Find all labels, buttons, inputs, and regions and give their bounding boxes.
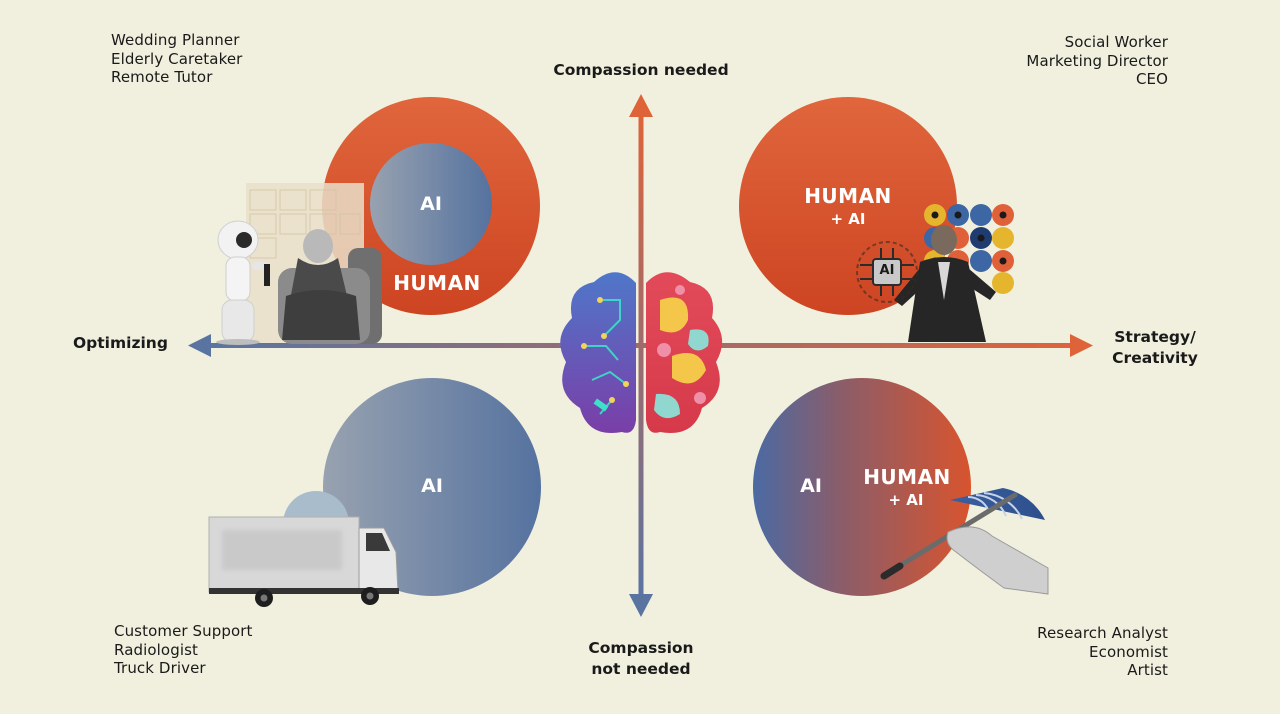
axis-right-label: Strategy/ Creativity — [1100, 327, 1210, 369]
axis-bottom-label-line: not needed — [591, 660, 691, 678]
top-right-human-label: HUMAN — [804, 184, 892, 208]
bottom-right-ai-label: AI — [800, 475, 822, 497]
axis-top-label: Compassion needed — [553, 61, 729, 79]
role-item: Wedding Planner — [111, 31, 240, 49]
brain-icon — [560, 272, 723, 433]
top-left-human-label: HUMAN — [393, 271, 481, 295]
bottom-left-roles: Customer Support Radiologist Truck Drive… — [114, 622, 253, 678]
bottom-right-ai-sublabel: + AI — [888, 491, 924, 509]
role-item: Elderly Caretaker — [111, 49, 243, 68]
arrow-down-icon — [629, 594, 653, 617]
ai-chip-label: AI — [879, 263, 895, 278]
top-right-ai-sublabel: + AI — [830, 210, 866, 228]
bottom-right-human-label: HUMAN — [863, 465, 951, 489]
hand-paintbrush-photo — [880, 492, 1049, 595]
axis-bottom-label: Compassion not needed — [541, 638, 741, 680]
top-left-quadrant-art — [216, 97, 540, 345]
axis-right-label-line: Strategy/ — [1114, 328, 1196, 346]
role-item: Artist — [1127, 661, 1168, 679]
top-left-roles: Wedding Planner Elderly Caretaker Remote… — [111, 31, 242, 87]
arrow-left-icon — [188, 334, 211, 357]
arrow-right-icon — [1070, 334, 1093, 357]
robot-elderly-photo — [216, 183, 382, 345]
role-item: Customer Support — [114, 622, 253, 640]
role-item: CEO — [1135, 70, 1168, 88]
bottom-right-roles: Research Analyst Economist Artist — [1037, 624, 1168, 680]
axis-left-label: Optimizing — [73, 334, 168, 352]
bottom-right-quadrant-art — [753, 378, 1049, 596]
top-left-ai-label: AI — [420, 193, 442, 215]
top-right-quadrant-art — [739, 97, 1014, 342]
arrow-up-icon — [629, 94, 653, 117]
axis-right-label-line: Creativity — [1112, 349, 1198, 367]
axis-bottom-label-line: Compassion — [588, 639, 694, 657]
role-item: Marketing Director — [1026, 51, 1168, 70]
role-item: Economist — [1089, 642, 1168, 661]
role-item: Social Worker — [1064, 33, 1168, 51]
bottom-left-ai-label: AI — [421, 475, 443, 497]
ai-human-circle — [753, 378, 971, 596]
role-item: Remote Tutor — [111, 68, 213, 86]
truck-photo — [208, 516, 399, 607]
role-item: Radiologist — [114, 640, 198, 659]
bottom-left-quadrant-art — [208, 378, 541, 607]
vertical-axis — [629, 94, 653, 617]
human-ai-circle — [739, 97, 957, 315]
businessman-photo — [894, 225, 996, 342]
role-item: Truck Driver — [114, 659, 206, 677]
role-item: Research Analyst — [1037, 624, 1168, 642]
ai-chip-icon — [856, 241, 918, 303]
ai-circle — [370, 143, 492, 265]
top-right-roles: Social Worker Marketing Director CEO — [1026, 33, 1168, 89]
